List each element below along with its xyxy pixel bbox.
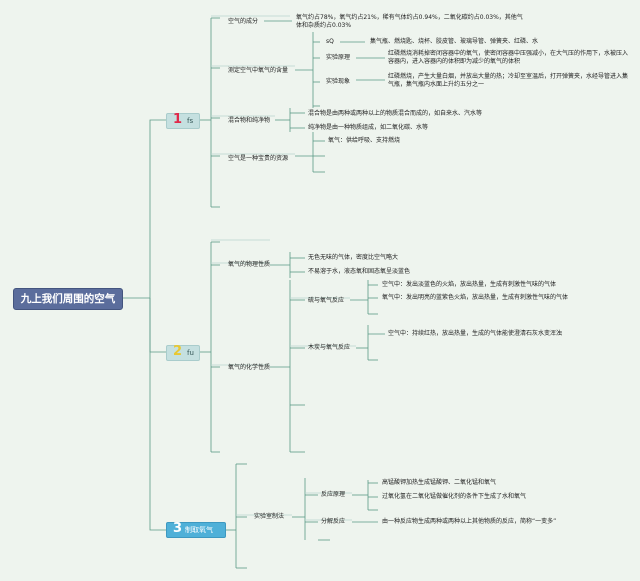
- principle-detail: 红磷燃烧消耗掉密闭容器中的氧气，使密闭容器中压强减小，在大气压的作用下，水被压入…: [388, 50, 629, 65]
- equipment-detail: 集气瓶、燃烧匙、烧杯、胶皮管、玻璃导管、弹簧夹、红磷、水: [370, 38, 539, 45]
- topic-chemical-properties[interactable]: 氧气的化学性质: [228, 364, 271, 371]
- branch-1-label: fs: [187, 117, 194, 125]
- subtopic-equipment[interactable]: sQ: [326, 38, 334, 45]
- topic-resource[interactable]: 空气是一种宝贵的资源: [228, 155, 289, 162]
- topic-lab-method[interactable]: 实验室制法: [254, 513, 285, 520]
- sulfur-in-air: 空气中：发出淡蓝色的火焰，放出热量，生成有刺激性气味的气体: [382, 281, 557, 288]
- decomposition-detail: 由一种反应物生成两种或两种以上其他物质的反应，简称“一变多”: [382, 518, 557, 525]
- branch-2[interactable]: 2 fu: [166, 345, 200, 361]
- branch-2-label: fu: [187, 349, 194, 357]
- branch-1[interactable]: 1 fs: [166, 113, 200, 129]
- branch-1-number: 1: [173, 112, 183, 127]
- subtopic-decomposition[interactable]: 分解反应: [321, 518, 346, 525]
- branch-3-label: 制取氧气: [185, 526, 213, 534]
- subtopic-phenomenon[interactable]: 实验现象: [326, 78, 351, 85]
- branch-3[interactable]: 3 制取氧气: [166, 522, 226, 538]
- branch-2-number: 2: [173, 344, 183, 359]
- branch-3-number: 3: [173, 521, 183, 536]
- principle-detail-b: 过氧化氢在二氧化锰做催化剂的条件下生成了水和氧气: [382, 493, 527, 500]
- root-topic[interactable]: 九上我们周围的空气: [13, 288, 123, 310]
- composition-detail: 氧气约占78%，氧气约占21%，稀有气体约占0.94%，二氧化碳约占0.03%，…: [296, 14, 523, 29]
- mixture-detail-b: 纯净物是由一种物质组成，如二氧化碳、水等: [308, 124, 429, 131]
- sulfur-in-oxygen: 氧气中：发出明亮的蓝紫色火焰，放出热量，生成有刺激性气味的气体: [382, 294, 569, 301]
- physical-detail-b: 不易溶于水，液态氧和固态氧呈淡蓝色: [308, 268, 411, 275]
- topic-measure-oxygen[interactable]: 测定空气中氧气的含量: [228, 67, 289, 74]
- phenomenon-detail: 红磷燃烧，产生大量白烟，并放出大量的热；冷却至室温后，打开弹簧夹，水经导管进入集…: [388, 73, 629, 88]
- carbon-in-air: 空气中：持续红热，放出热量，生成的气体能使澄清石灰水变浑浊: [388, 330, 563, 337]
- subtopic-reaction-principle[interactable]: 反应原理: [321, 491, 346, 498]
- subtopic-carbon[interactable]: 木炭与氧气反应: [308, 344, 351, 351]
- mixture-detail-a: 混合物是由两种或两种以上的物质混合而成的，如自来水、汽水等: [308, 110, 483, 117]
- topic-mixture[interactable]: 混合物和纯净物: [228, 117, 271, 124]
- topic-composition[interactable]: 空气的成分: [228, 18, 259, 25]
- subtopic-principle[interactable]: 实验原理: [326, 54, 351, 61]
- principle-detail-a: 高锰酸钾加热生成锰酸钾、二氧化锰和氧气: [382, 479, 497, 486]
- topic-physical-properties[interactable]: 氧气的物理性质: [228, 261, 271, 268]
- resource-detail: 氧气：供给呼吸、支持燃烧: [328, 137, 401, 144]
- subtopic-sulfur[interactable]: 硫与氧气反应: [308, 297, 345, 304]
- physical-detail-a: 无色无味的气体，密度比空气略大: [308, 254, 399, 261]
